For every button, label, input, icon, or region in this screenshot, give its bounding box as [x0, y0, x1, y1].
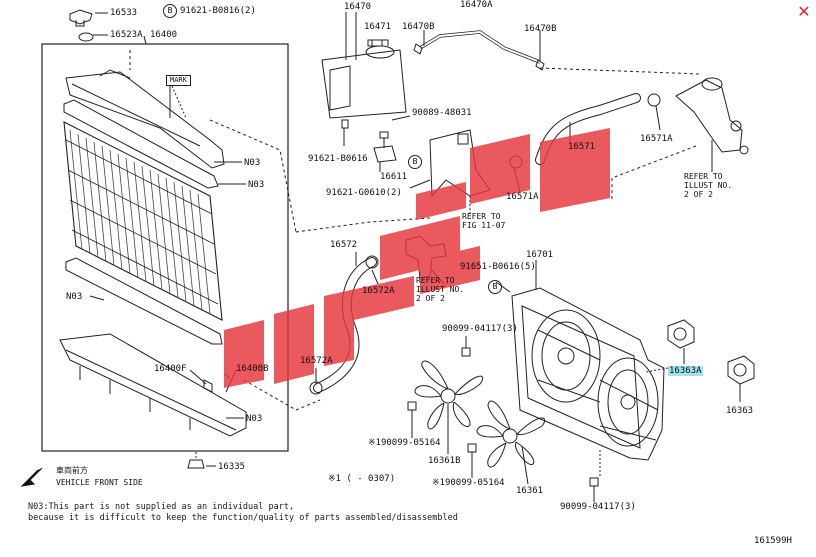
- note-range: ※1 ( - 0307): [328, 474, 396, 484]
- fan-nut-upper: [407, 401, 417, 411]
- label-16363a[interactable]: 16363A: [668, 366, 703, 376]
- label-16571a-2[interactable]: 16571A: [506, 192, 539, 202]
- refer-fig-11-07[interactable]: REFER TO FIG 11-07: [462, 212, 506, 230]
- label-16400[interactable]: 16400: [150, 30, 178, 40]
- b-circle-ref-3: B: [488, 280, 502, 294]
- vehicle-front-arrow: [20, 467, 43, 487]
- label-16361[interactable]: 16361: [516, 486, 544, 496]
- label-16572a-1[interactable]: 16572A: [362, 286, 395, 296]
- label-16335[interactable]: 16335: [218, 462, 246, 472]
- diagram-id: 161599H: [754, 536, 792, 546]
- clamp-16572a-2: [309, 381, 323, 395]
- refer-illust-2of2-lower[interactable]: REFER TO ILLUST NO. 2 OF 2: [416, 276, 465, 303]
- label-16361b[interactable]: 16361B: [428, 456, 461, 466]
- radiator-lower-tank: [59, 333, 247, 437]
- label-16470a[interactable]: 16470A: [460, 0, 493, 10]
- clamp-16572a-1: [365, 255, 379, 269]
- label-n03-lower-1[interactable]: N03: [66, 292, 83, 302]
- label-91621-b0616[interactable]: 91621-B0616: [308, 154, 368, 164]
- label-16611[interactable]: 16611: [380, 172, 408, 182]
- label-90099-05164-lower[interactable]: ※190099-05164: [432, 478, 505, 488]
- label-n03-upper-2[interactable]: N03: [248, 180, 265, 190]
- gasket-16523a: [78, 32, 94, 42]
- radiator-group-frame: [41, 43, 289, 452]
- radiator-core: [63, 121, 223, 321]
- label-91651-b0616[interactable]: 91651-B0616(5): [460, 262, 536, 272]
- reservoir-cap-16471: [367, 39, 383, 47]
- label-16470b-1[interactable]: 16470B: [402, 22, 435, 32]
- label-n03-upper-1[interactable]: N03: [244, 158, 261, 168]
- drain-cock: [203, 379, 213, 393]
- lower-seal-strip: [65, 257, 223, 345]
- fan-shroud-16701: [511, 287, 665, 461]
- label-n03-lower-2[interactable]: N03: [246, 414, 263, 424]
- label-16701[interactable]: 16701: [526, 250, 554, 260]
- vehicle-front-jp: 車両前方: [56, 466, 88, 475]
- shroud-bolt-lower: [589, 477, 599, 487]
- n03-note-line1: N03:This part is not supplied as an indi…: [28, 502, 295, 512]
- label-16471[interactable]: 16471: [364, 22, 392, 32]
- close-icon[interactable]: ✕: [797, 2, 811, 21]
- mark-tag: MARK: [166, 75, 191, 86]
- shroud-bolt-upper: [461, 347, 471, 357]
- refer-illust-2of2-upper[interactable]: REFER TO ILLUST NO. 2 OF 2: [684, 172, 733, 199]
- fan-nut-lower: [467, 443, 477, 453]
- b-circle-ref-2: B: [408, 155, 422, 169]
- label-16533[interactable]: 16533: [110, 8, 138, 18]
- reservoir-bracket-16611: [373, 145, 397, 163]
- fan-16361b: [414, 360, 484, 430]
- upper-seal-strip: [63, 99, 219, 189]
- radiator-upper-tank: [65, 69, 225, 169]
- radiator-cap-16533: [69, 9, 93, 27]
- label-16400f[interactable]: 16400F: [154, 364, 187, 374]
- label-16572a-2[interactable]: 16572A: [300, 356, 333, 366]
- label-16470[interactable]: 16470: [344, 2, 372, 12]
- vehicle-front-en: VEHICLE FRONT SIDE: [56, 478, 143, 487]
- fan-motor-16363: [727, 355, 755, 385]
- label-16523a[interactable]: 16523A: [110, 30, 143, 40]
- label-16363[interactable]: 16363: [726, 406, 754, 416]
- n03-note-line2: because it is difficult to keep the func…: [28, 513, 458, 523]
- clamp-16571a-2: [647, 93, 661, 107]
- label-91621-g0610[interactable]: 91621-G0610(2): [326, 188, 402, 198]
- water-outlet-housing: [675, 77, 749, 155]
- label-16400b[interactable]: 16400B: [236, 364, 269, 374]
- label-90099-05164-upper[interactable]: ※190099-05164: [368, 438, 441, 448]
- label-16470b-2[interactable]: 16470B: [524, 24, 557, 34]
- label-90099-04117-lower[interactable]: 90099-04117(3): [560, 502, 636, 512]
- b-circle-ref-1: B: [163, 4, 177, 18]
- fan-motor-16363a: [667, 319, 695, 349]
- drain-plug-16335: [187, 459, 205, 469]
- label-90089-48031[interactable]: 90089-48031: [412, 108, 472, 118]
- label-16572[interactable]: 16572: [330, 240, 358, 250]
- label-16571a-1[interactable]: 16571A: [640, 134, 673, 144]
- label-16571[interactable]: 16571: [568, 142, 596, 152]
- label-91621-b0816[interactable]: 91621-B0816(2): [180, 6, 256, 16]
- fan-16361: [476, 400, 546, 468]
- label-90099-04117-upper[interactable]: 90099-04117(3): [442, 324, 518, 334]
